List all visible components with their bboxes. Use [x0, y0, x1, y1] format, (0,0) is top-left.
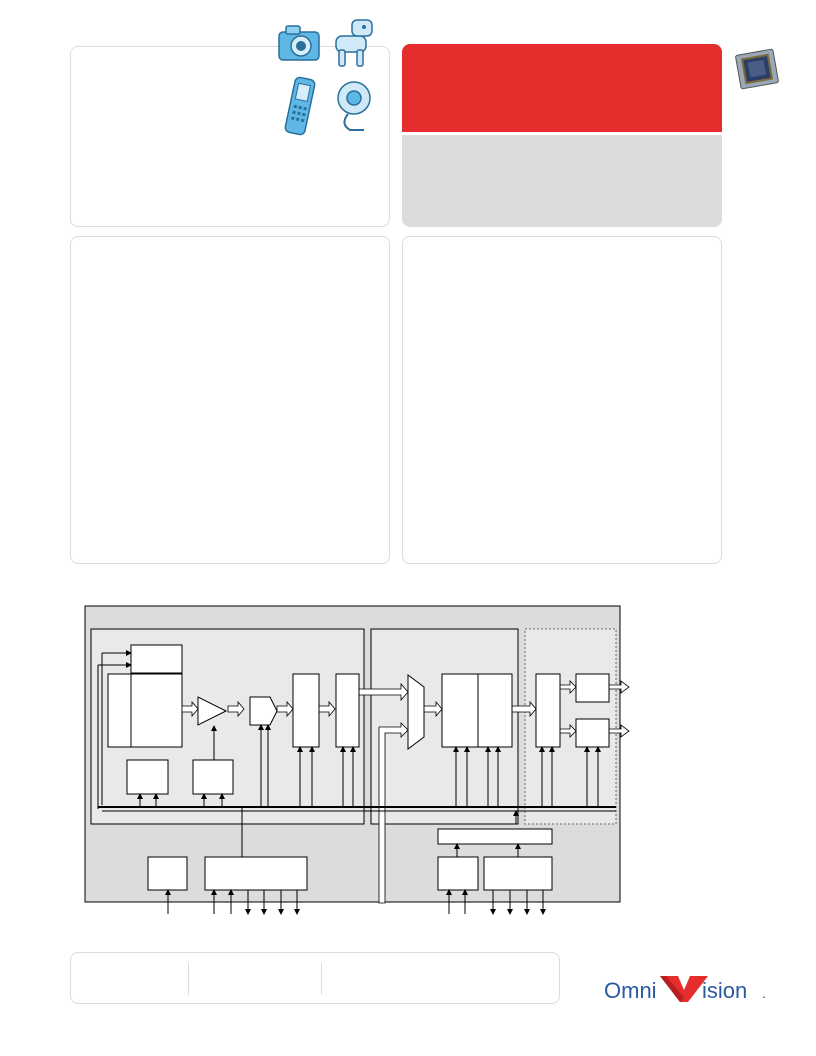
image-sensor-chip-icon: [735, 48, 779, 90]
mux-input2-arrow: [378, 722, 409, 904]
interface-block-2: [483, 856, 553, 891]
mobile-phone-icon: [284, 76, 316, 136]
format-block: [535, 673, 561, 748]
column-block: [107, 673, 132, 748]
blc-to-isp-arrow: [318, 700, 336, 718]
product-subtitle-banner: [402, 135, 722, 227]
omnivision-logo: Omni ision .: [604, 976, 766, 1003]
processing-block-1: [292, 673, 320, 748]
clock-block: [147, 856, 188, 891]
webcam-icon: [337, 81, 371, 131]
amplifier-triangle: [197, 696, 228, 726]
control-block-1: [126, 759, 169, 795]
functional-block-diagram: [84, 605, 630, 915]
interface-block-1: [437, 856, 479, 891]
format-to-out2-arrow: [559, 724, 577, 738]
adc-block: [249, 696, 278, 726]
sccb-block: [204, 856, 308, 891]
specifications-panel: [402, 236, 722, 564]
register-bar: [437, 828, 553, 845]
amp-to-adc-arrow: [227, 700, 245, 718]
svg-text:Omni: Omni: [604, 978, 657, 1003]
applications-panel: [70, 46, 390, 227]
svg-text:ision: ision: [702, 978, 747, 1003]
output-block-2: [575, 718, 610, 748]
footer-divider: [188, 963, 189, 995]
mux-out-arrow: [423, 700, 443, 718]
features-panel: [70, 236, 390, 564]
dsp-to-format-arrow: [511, 700, 537, 718]
control-block-2: [192, 759, 234, 795]
footer-contact-bar: [70, 952, 560, 1004]
out1-arrow: [608, 680, 630, 694]
row-select-block: [130, 644, 183, 674]
logo-v-mark: [660, 976, 708, 1002]
dsp-block-2: [477, 673, 513, 748]
svg-text:.: .: [762, 985, 766, 1001]
product-title-banner: [402, 44, 722, 132]
mux-block: [407, 674, 425, 750]
camera-icon: [278, 25, 320, 61]
format-to-out1-arrow: [559, 680, 577, 694]
isp-to-mux-arrow: [358, 682, 409, 702]
output-block-1: [575, 673, 610, 703]
processing-block-2: [335, 673, 360, 748]
image-array-block: [130, 673, 183, 748]
adc-to-blc-arrow: [276, 700, 294, 718]
dsp-block-1: [441, 673, 479, 748]
array-to-amp-arrow: [181, 700, 199, 718]
robot-dog-icon: [335, 19, 373, 67]
footer-divider: [321, 963, 322, 995]
out2-arrow: [608, 724, 630, 738]
